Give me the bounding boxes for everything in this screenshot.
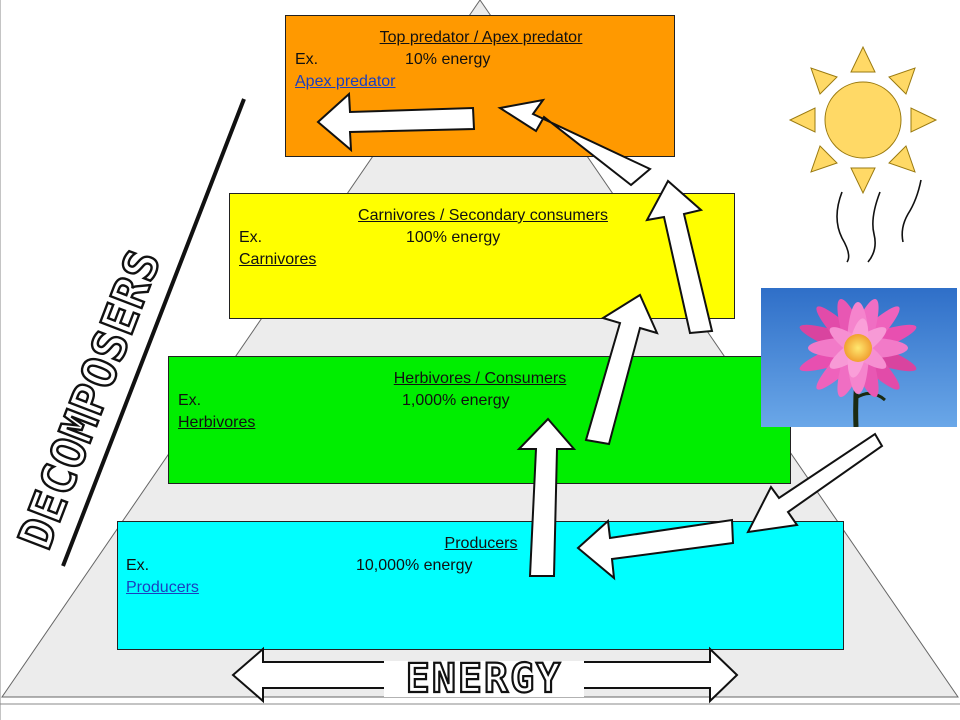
carnivores-link[interactable]: Carnivores [239, 251, 317, 268]
carnivores-tier: Carnivores / Secondary consumers Ex. 100… [229, 193, 735, 319]
apex-energy: 10% energy [405, 51, 491, 68]
apex-predator-tier: Top predator / Apex predator Ex. 10% ene… [285, 15, 675, 157]
apex-ex-label: Ex. [295, 51, 319, 68]
herbivores-energy: 1,000% energy [402, 392, 510, 409]
carnivores-ex-label: Ex. [239, 229, 263, 246]
herbivores-title: Herbivores / Consumers [393, 370, 567, 387]
carnivores-energy: 100% energy [406, 229, 501, 246]
producers-ex-label: Ex. [126, 557, 150, 574]
herbivores-link[interactable]: Herbivores [178, 414, 256, 431]
apex-link[interactable]: Apex predator [295, 73, 396, 90]
herbivores-tier: Herbivores / Consumers Ex. 1,000% energy… [168, 356, 791, 484]
herbivores-ex-label: Ex. [178, 392, 202, 409]
producers-title: Producers [444, 535, 518, 552]
carnivores-title: Carnivores / Secondary consumers [358, 207, 608, 224]
producers-energy: 10,000% energy [356, 557, 473, 574]
flower-photo [761, 288, 957, 428]
producers-link[interactable]: Producers [126, 579, 199, 596]
producers-tier: Producers Ex. 10,000% energy Producers [117, 521, 844, 650]
apex-title: Top predator / Apex predator [379, 29, 583, 46]
